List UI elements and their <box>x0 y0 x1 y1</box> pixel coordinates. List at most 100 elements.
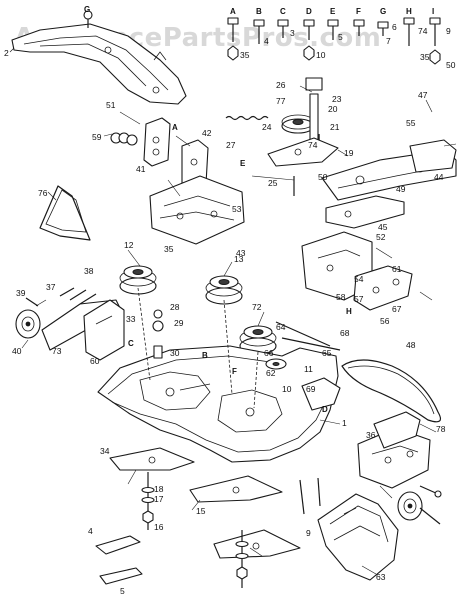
hardware-bolt-f[interactable] <box>353 19 365 36</box>
deck-support-bracket[interactable] <box>149 175 245 245</box>
side-mount-bracket-32[interactable] <box>357 427 431 489</box>
deck-belt-48[interactable] <box>341 359 441 423</box>
callout-47: 47 <box>418 90 428 100</box>
callout-16: 16 <box>154 522 164 532</box>
washer-set-59[interactable] <box>110 132 138 146</box>
hw-letter-i: I <box>432 7 434 16</box>
side-hitch-36[interactable] <box>373 411 421 449</box>
anti-scalp-arm-right[interactable] <box>353 265 413 311</box>
hw-letter-c: C <box>280 7 286 16</box>
callout-65: 65 <box>322 348 332 358</box>
callout-labels: 1 2 4 5 9 10 11 12 13 15 16 17 18 19 20 … <box>4 48 446 596</box>
hw-num-74: 74 <box>418 26 428 36</box>
hardware-bolt-h[interactable] <box>403 17 415 46</box>
callout-73: 73 <box>52 346 62 356</box>
spindle-pulley-12[interactable] <box>119 265 157 295</box>
callout-30: 30 <box>170 348 180 358</box>
tension-spring-27[interactable] <box>225 115 269 121</box>
callout-1: 1 <box>342 418 347 428</box>
wheel-bracket-33[interactable] <box>83 299 125 361</box>
callout-55: 55 <box>406 118 416 128</box>
callout-39: 39 <box>16 288 26 298</box>
baffle-5[interactable] <box>99 567 143 585</box>
hw-num-35-a: 35 <box>240 50 250 60</box>
section-letter-h: H <box>346 307 352 316</box>
hardware-bolt-c[interactable] <box>277 19 289 38</box>
cover-hardware-g[interactable] <box>83 10 93 28</box>
callout-59: 59 <box>92 132 102 142</box>
idler-pulley-66[interactable] <box>265 358 287 370</box>
callout-78: 78 <box>436 424 446 434</box>
callout-4: 4 <box>88 526 93 536</box>
hitch-bracket-44[interactable] <box>409 139 457 173</box>
bolt-9b[interactable] <box>317 477 321 507</box>
hardware-bolt-e[interactable] <box>327 19 339 40</box>
hw-letter-b: B <box>256 7 262 16</box>
mower-blade-15a[interactable] <box>109 447 195 471</box>
pin-set-37-38[interactable] <box>59 287 97 305</box>
hardware-bolt-d[interactable] <box>303 19 315 61</box>
callout-10: 10 <box>282 384 292 394</box>
hw-num-50: 50 <box>446 60 456 70</box>
callout-37: 37 <box>46 282 56 292</box>
hw-letter-d: D <box>306 7 312 16</box>
pin-37-right[interactable] <box>419 485 442 498</box>
section-letter-f: F <box>232 367 237 376</box>
mower-blade-15c[interactable] <box>213 529 301 559</box>
discharge-chute-63[interactable] <box>317 493 399 581</box>
callout-76: 76 <box>38 188 48 198</box>
callout-28: 28 <box>170 302 180 312</box>
callout-44: 44 <box>434 172 444 182</box>
hardware-bolt-i[interactable] <box>429 17 441 65</box>
spindle-pulley-13[interactable] <box>205 275 243 305</box>
callout-62: 62 <box>266 368 276 378</box>
callout-74: 74 <box>308 140 318 150</box>
idler-arm-19[interactable] <box>267 137 339 167</box>
callout-77: 77 <box>276 96 286 106</box>
mower-blade-15b[interactable] <box>189 475 283 503</box>
callout-15: 15 <box>196 506 206 516</box>
callout-41: 41 <box>136 164 146 174</box>
hw-num-10: 10 <box>316 50 326 60</box>
axle-bolt-39-right[interactable] <box>419 507 441 525</box>
blade-bolt-stack-left[interactable] <box>141 472 155 530</box>
hardware-bolt-b[interactable] <box>253 19 265 44</box>
bracket-69[interactable] <box>301 377 341 411</box>
callout-23: 23 <box>332 94 342 104</box>
callout-51: 51 <box>106 100 116 110</box>
idler-bracket-left[interactable] <box>143 117 171 167</box>
section-letter-a: A <box>172 123 178 132</box>
belt-cover-part[interactable] <box>11 23 187 105</box>
callout-63: 63 <box>376 572 386 582</box>
callout-60: 60 <box>90 356 100 366</box>
callout-68: 68 <box>340 328 350 338</box>
spindle-shaft-21[interactable] <box>305 77 323 143</box>
drive-pulley-24[interactable] <box>281 114 315 134</box>
blade-bolt-stack-right[interactable] <box>235 530 249 588</box>
section-letter-b: B <box>202 351 208 360</box>
callout-69: 69 <box>306 384 316 394</box>
gauge-wheel-40-right[interactable] <box>397 491 423 521</box>
callout-11: 11 <box>304 364 313 374</box>
callout-25: 25 <box>268 178 278 188</box>
callout-72: 72 <box>252 302 262 312</box>
hw-num-5: 5 <box>338 32 343 42</box>
spacer-28-29-30[interactable] <box>152 309 164 359</box>
axle-bolt-39[interactable] <box>25 297 39 307</box>
gauge-wheel-40[interactable] <box>15 309 41 339</box>
rod-64-65[interactable] <box>275 321 341 351</box>
lift-arm-lower[interactable] <box>325 195 405 229</box>
hardware-bolt-a[interactable] <box>227 17 239 61</box>
deck-belt-76[interactable] <box>39 185 91 241</box>
hw-num-6: 6 <box>392 22 397 32</box>
hw-num-35-b: 35 <box>420 52 430 62</box>
bolt-9[interactable] <box>299 479 305 515</box>
callout-21: 21 <box>330 122 340 132</box>
section-letter-i: I <box>318 133 320 142</box>
hw-num-3: 3 <box>290 28 295 38</box>
hw-num-9: 9 <box>446 26 451 36</box>
callout-61: 61 <box>392 264 402 274</box>
hardware-bolt-g[interactable] <box>377 21 389 36</box>
callout-50: 50 <box>318 172 328 182</box>
baffle-4[interactable] <box>95 535 141 555</box>
